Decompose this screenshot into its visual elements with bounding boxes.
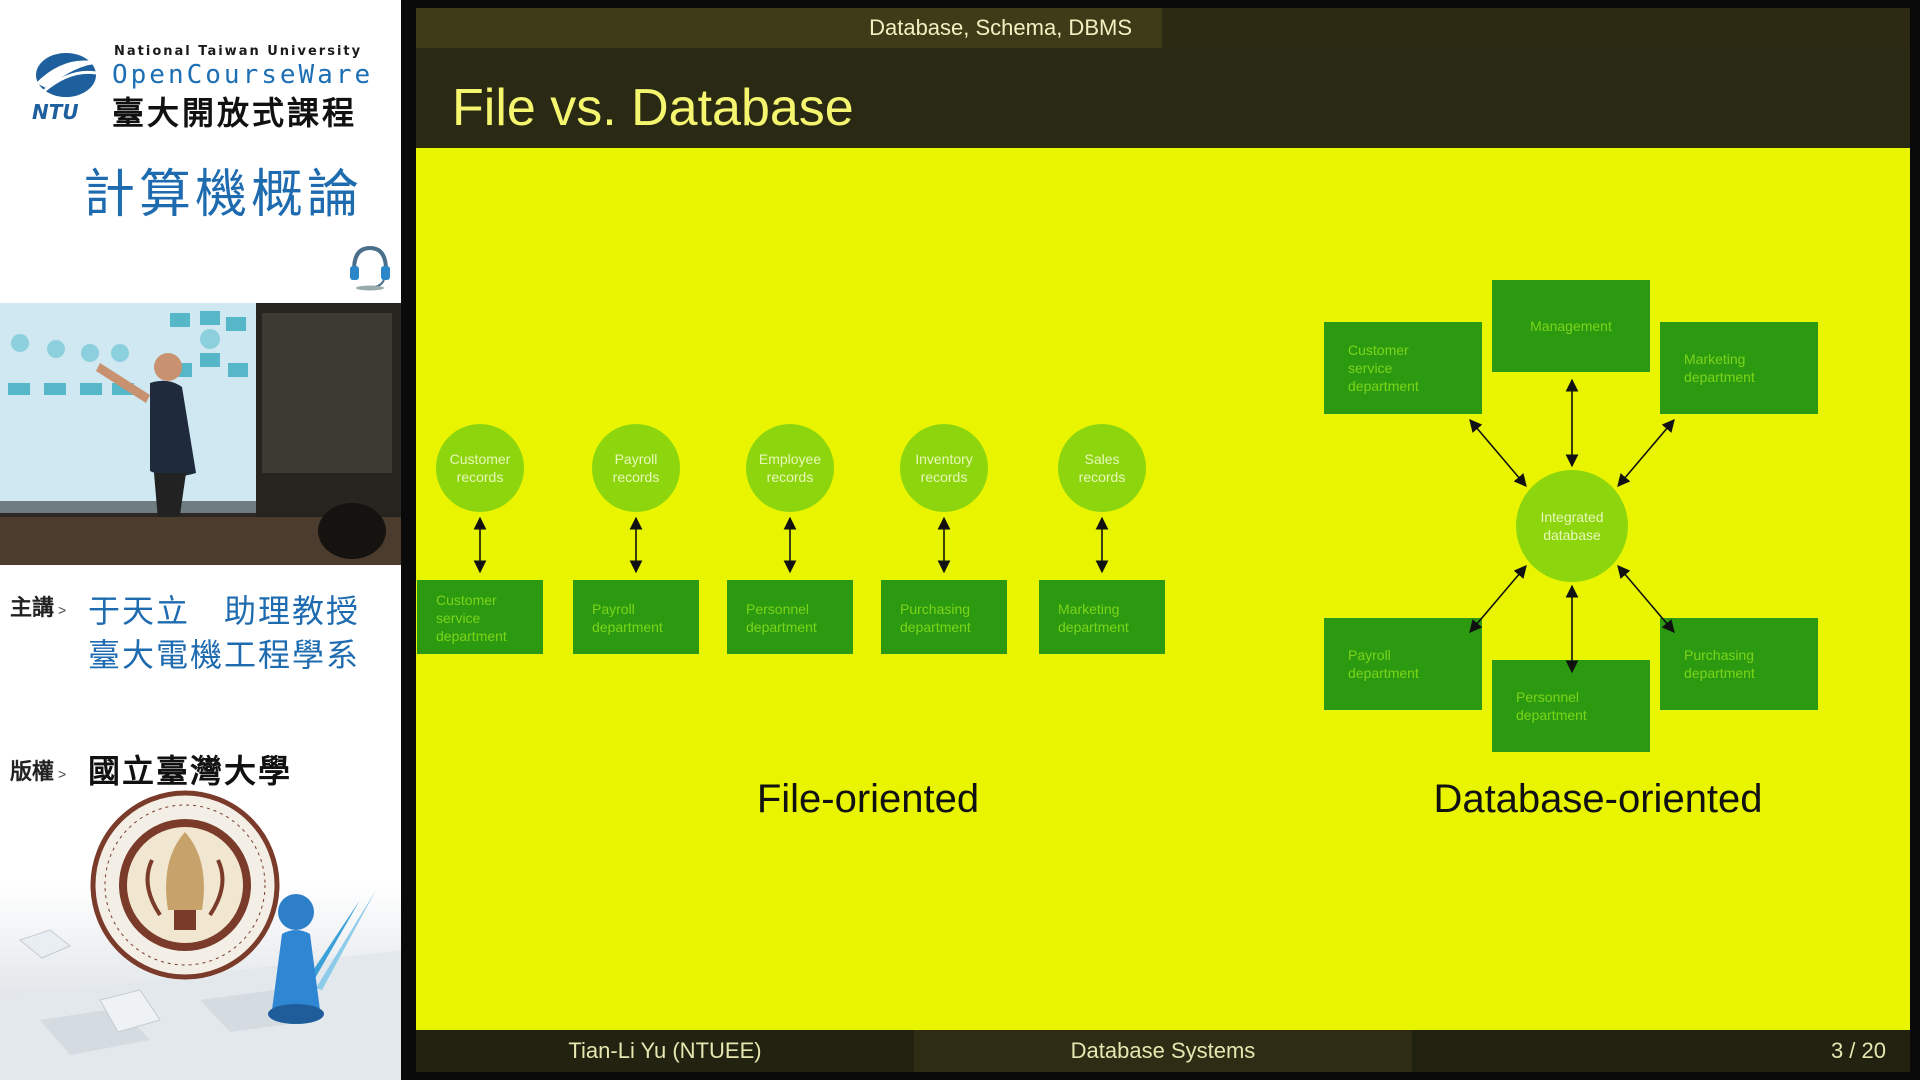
footer-title: Database Systems [914,1030,1412,1072]
database-department-box [1660,322,1818,414]
ocw-chinese-label: 臺大開放式課程 [112,94,358,132]
department-box [573,580,699,654]
database-link-arrow [1617,565,1675,633]
database-link-arrow [1617,419,1675,487]
integrated-database-circle [1516,470,1628,582]
database-department-box [1324,618,1482,710]
database-department-box [1324,322,1482,414]
footer-author: Tian-Li Yu (NTUEE) [416,1030,914,1072]
database-oriented-caption: Database-oriented [1433,777,1762,821]
department-box [727,580,853,654]
department-box [881,580,1007,654]
department-box [1039,580,1165,654]
presentation-slide: Database, Schema, DBMS File vs. Database… [416,8,1910,1072]
lecture-video-thumbnail[interactable] [0,303,401,565]
lecture-video-image [0,303,401,565]
database-department-box [1660,618,1818,710]
database-department-box [1492,280,1650,372]
database-department-box [1492,660,1650,752]
ntu-logo-icon: NTU [32,53,102,123]
database-link-arrow [1469,565,1527,633]
slide-navigation-bar: Database, Schema, DBMS [416,8,1910,48]
record-circle [746,424,834,512]
slide-title-bar: File vs. Database [416,48,1910,148]
ntu-seal-icon [90,790,280,980]
course-sidebar: NTU National Taiwan University OpenCours… [0,0,401,1080]
file-oriented-caption: File-oriented [757,777,979,821]
record-circle [900,424,988,512]
lecturer-department: 臺大電機工程學系 [88,636,361,674]
lecturer-name: 于天立 助理教授 [88,592,361,630]
database-link-arrow [1469,419,1527,487]
page-number: 3 / 20 [1412,1030,1910,1072]
lecturer-label: 主講> [10,596,67,621]
record-circle [436,424,524,512]
department-box [417,580,543,654]
ocw-branding: NTU National Taiwan University OpenCours… [0,0,401,300]
slide-title: File vs. Database [452,79,854,137]
decorative-chess-graphic [0,880,401,1080]
copyright-owner: 國立臺灣大學 [88,752,293,790]
course-title: 計算機概論 [82,165,363,225]
record-circle [592,424,680,512]
slide-footer: Tian-Li Yu (NTUEE) Database Systems 3 / … [416,1030,1910,1072]
ocw-label: OpenCourseWare [112,60,374,90]
university-english-name: National Taiwan University [114,44,363,59]
headset-icon[interactable] [344,240,396,292]
copyright-label: 版權> [10,760,67,785]
svg-text:NTU: NTU [32,100,79,123]
chess-pawn-decoration [268,894,324,1024]
record-circle [1058,424,1146,512]
database-department-label: Management [1530,318,1612,334]
section-title[interactable]: Database, Schema, DBMS [416,8,1162,48]
